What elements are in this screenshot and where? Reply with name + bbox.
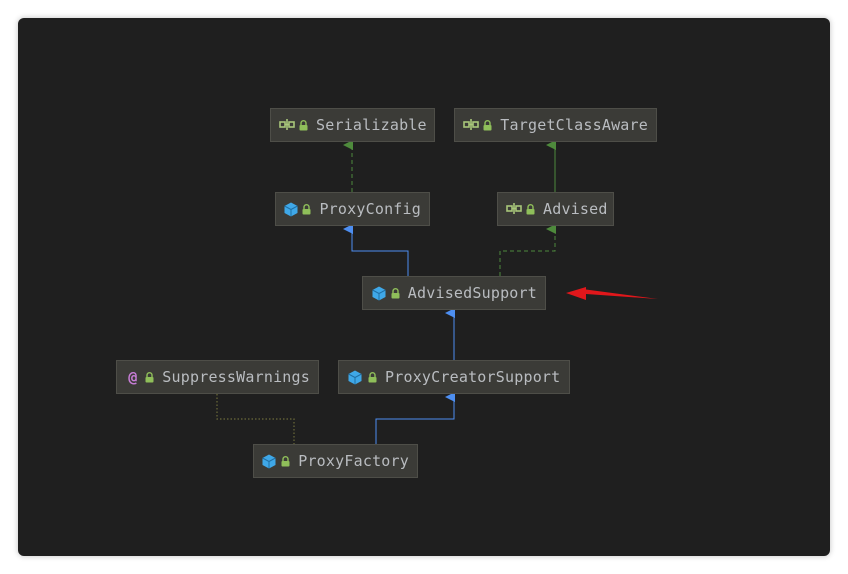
interface-icon <box>463 117 479 133</box>
node-label: ProxyConfig <box>319 200 421 218</box>
node-label: ProxyFactory <box>298 452 409 470</box>
node-targetclassaware[interactable]: TargetClassAware <box>454 108 657 142</box>
interface-icon <box>279 117 295 133</box>
edge-proxyfactory-proxycreatorsupport <box>375 392 455 444</box>
highlight-arrow <box>566 287 658 300</box>
node-serializable[interactable]: Serializable <box>270 108 435 142</box>
lock-icon <box>483 119 492 131</box>
interface-icon <box>506 201 522 217</box>
node-advisedsupport[interactable]: AdvisedSupport <box>362 276 546 310</box>
node-proxyconfig[interactable]: ProxyConfig <box>275 192 430 226</box>
node-label: AdvisedSupport <box>407 284 537 302</box>
edge-advisedsupport-advised <box>499 224 556 276</box>
lock-icon <box>145 371 155 383</box>
node-proxyfactory[interactable]: ProxyFactory <box>253 444 418 478</box>
lock-icon <box>367 371 377 383</box>
lock-icon <box>281 455 290 467</box>
node-label: Serializable <box>316 116 427 134</box>
lock-icon <box>390 287 400 299</box>
lock-icon <box>526 203 535 215</box>
class-icon <box>284 201 298 217</box>
node-label: SuppressWarnings <box>162 368 310 386</box>
lock-icon <box>302 203 311 215</box>
annotation-icon: @ <box>128 368 138 386</box>
class-icon <box>371 285 386 301</box>
class-icon <box>262 453 277 469</box>
node-label: ProxyCreatorSupport <box>385 368 561 386</box>
node-label: Advised <box>543 200 608 218</box>
node-advised[interactable]: Advised <box>497 192 614 226</box>
edge-proxyfactory-suppresswarnings <box>216 394 295 444</box>
node-suppresswarnings[interactable]: @ SuppressWarnings <box>116 360 319 394</box>
node-proxycreatorsupport[interactable]: ProxyCreatorSupport <box>338 360 570 394</box>
lock-icon <box>299 119 308 131</box>
node-label: TargetClassAware <box>500 116 648 134</box>
class-icon <box>347 369 363 385</box>
edge-advisedsupport-proxyconfig <box>343 224 409 276</box>
